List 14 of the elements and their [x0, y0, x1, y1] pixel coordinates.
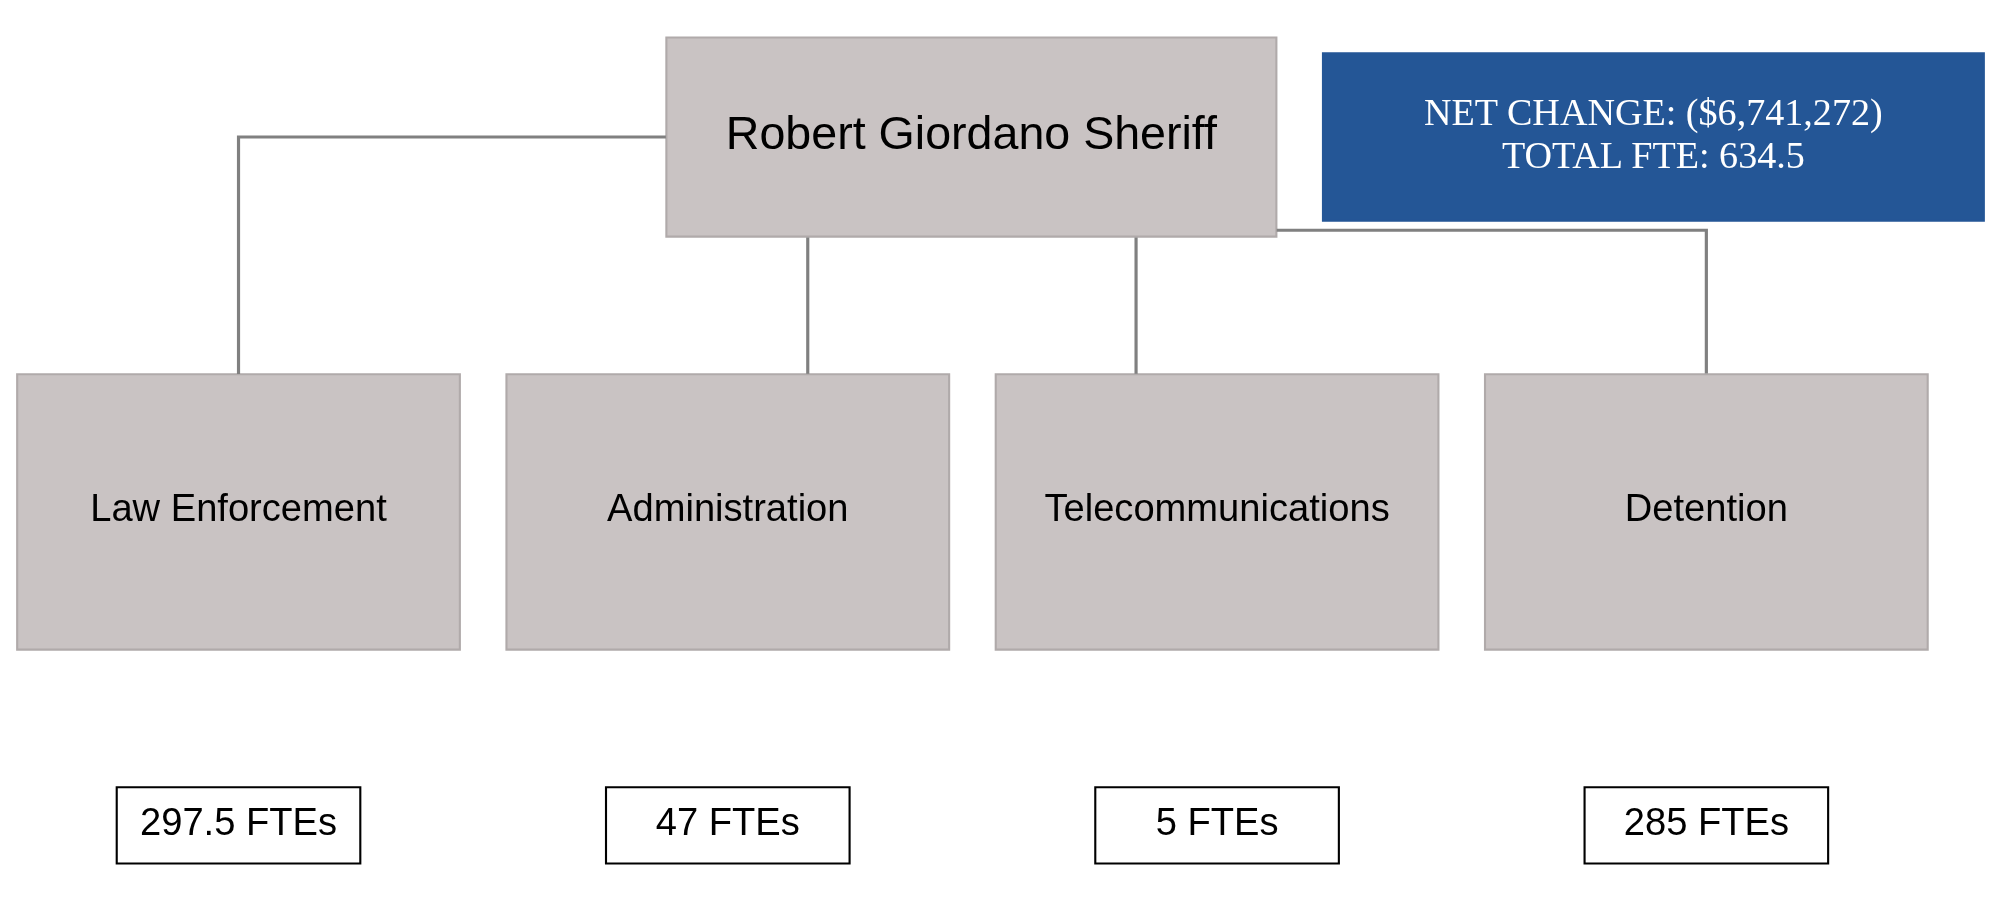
node-box: Law Enforcement: [16, 372, 461, 651]
node-box: Telecommunications: [994, 372, 1440, 651]
node-box: Robert Giordano Sheriff: [665, 35, 1278, 238]
node-box: 5 FTEs: [1094, 785, 1340, 865]
connector: [1134, 237, 1138, 374]
node-box: NET CHANGE: ($6,741,272) TOTAL FTE: 634.5: [1321, 51, 1985, 222]
connector: [1276, 228, 1708, 374]
node-box: Administration: [505, 372, 951, 651]
node-box: Detention: [1483, 372, 1929, 651]
node-box: 297.5 FTEs: [115, 785, 362, 865]
connector: [236, 134, 666, 374]
node-box: 285 FTEs: [1583, 785, 1830, 865]
node-box: 47 FTEs: [604, 785, 851, 865]
connector: [806, 237, 810, 374]
